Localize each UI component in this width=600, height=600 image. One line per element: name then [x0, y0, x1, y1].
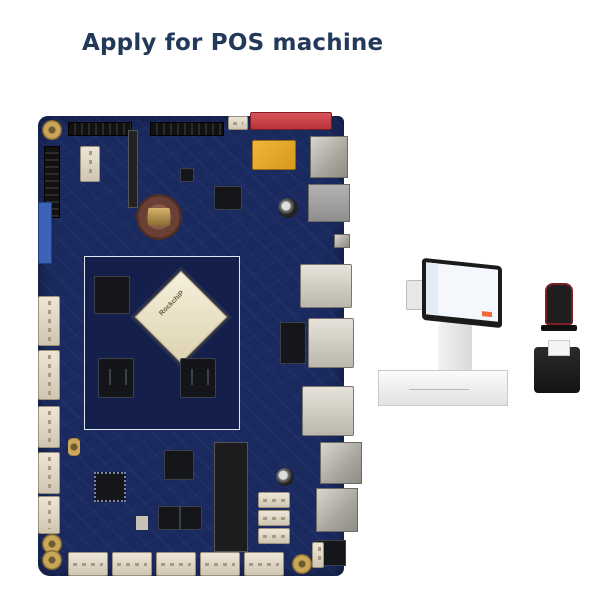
ethernet-transformer — [308, 184, 350, 222]
white-connector — [38, 350, 60, 400]
dc-jack — [310, 136, 348, 178]
page-title: Apply for POS machine — [82, 30, 384, 56]
chip — [164, 450, 194, 480]
chip — [158, 506, 180, 530]
white-connector — [258, 528, 290, 544]
coin-cell-battery — [136, 194, 182, 240]
antenna-connector — [68, 438, 80, 456]
pin-header — [44, 146, 60, 218]
capacitor — [276, 468, 294, 486]
switch — [136, 516, 148, 530]
pin-header — [150, 122, 224, 136]
white-connector — [38, 406, 60, 448]
pos-terminal-image — [378, 257, 512, 410]
mounting-hole — [42, 550, 62, 570]
white-connector — [258, 510, 290, 526]
usb-port — [320, 442, 362, 484]
pin-header — [68, 122, 132, 136]
white-connector — [38, 496, 60, 534]
mpcie-slot — [214, 442, 248, 552]
white-connector — [244, 552, 284, 576]
white-connector — [112, 552, 152, 576]
ram-chip — [98, 358, 134, 398]
side-connector — [38, 202, 52, 264]
pos-screen — [422, 257, 502, 329]
micro-usb-port — [334, 234, 350, 248]
sd-card-slot — [316, 488, 358, 532]
cash-drawer — [378, 370, 508, 406]
pos-stand — [438, 318, 472, 380]
capacitor — [278, 198, 298, 218]
fpc-connector — [128, 130, 138, 208]
ethernet-port — [308, 318, 354, 368]
usb-port — [300, 264, 352, 308]
white-connector — [258, 492, 290, 508]
mounting-hole — [292, 554, 312, 574]
mounting-hole — [42, 120, 62, 140]
white-connector — [80, 146, 100, 182]
chip — [180, 168, 194, 182]
wifi-module — [94, 472, 126, 502]
white-connector — [38, 452, 60, 494]
lan-chip — [280, 322, 306, 364]
receipt-paper — [548, 340, 570, 356]
chip — [180, 506, 202, 530]
white-connector — [200, 552, 240, 576]
white-connector — [38, 296, 60, 346]
yellow-component — [252, 140, 296, 170]
white-connector — [68, 552, 108, 576]
mounting-hole — [42, 534, 62, 554]
motherboard-image — [38, 112, 362, 576]
white-connector — [156, 552, 196, 576]
barcode-scanner-image — [541, 283, 577, 331]
ram-chip — [180, 358, 216, 398]
usb-port — [302, 386, 354, 436]
emmc-chip — [94, 276, 130, 314]
red-connector — [250, 112, 332, 130]
chip — [214, 186, 242, 210]
white-connector — [228, 116, 248, 130]
white-connector — [312, 542, 324, 568]
